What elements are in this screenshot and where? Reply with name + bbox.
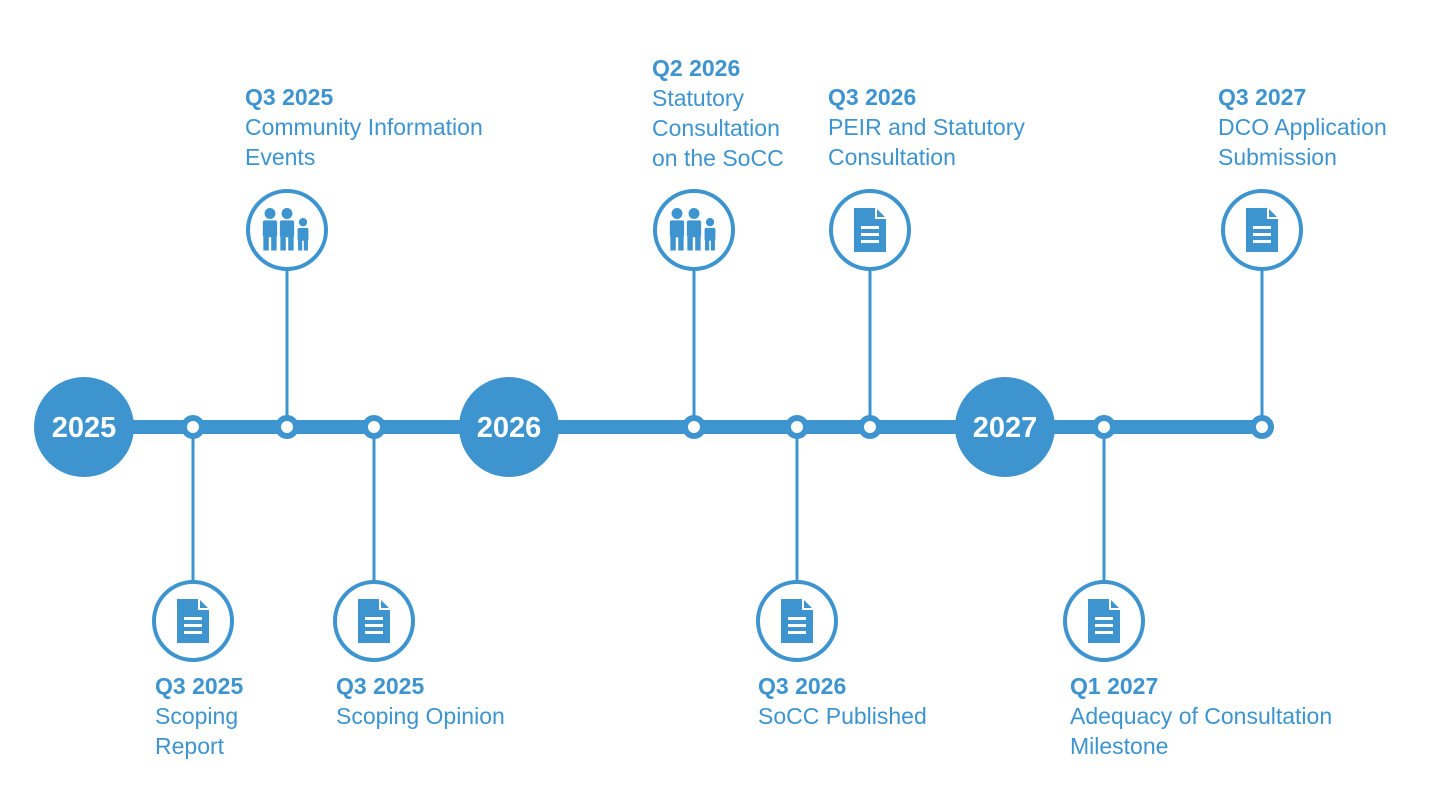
- milestone-dot: [785, 415, 809, 439]
- milestone-date: Q3 2026: [828, 84, 917, 110]
- milestone-dot: [275, 415, 299, 439]
- milestone-dot: [1092, 415, 1116, 439]
- milestone-title: Scoping Report: [155, 703, 239, 759]
- document-icon: [756, 580, 838, 662]
- people-icon: [246, 189, 328, 271]
- milestone-dot: [362, 415, 386, 439]
- year-label: 2025: [52, 412, 117, 444]
- milestone-title: Adequacy of Consultation Milestone: [1070, 703, 1333, 759]
- milestone-title: PEIR and Statutory Consultation: [828, 114, 1025, 170]
- milestone-date: Q3 2025: [336, 673, 425, 699]
- year-label: 2027: [973, 412, 1038, 444]
- milestone-dot: [181, 415, 205, 439]
- year-label: 2026: [477, 412, 542, 444]
- milestone-date: Q3 2025: [245, 84, 334, 110]
- document-icon: [829, 189, 911, 271]
- year-marker: 2025: [34, 377, 134, 477]
- milestone-date: Q3 2026: [758, 673, 847, 699]
- people-icon: [653, 189, 735, 271]
- milestone-date: Q1 2027: [1070, 673, 1159, 699]
- milestone-dot: [1250, 415, 1274, 439]
- year-marker: 2026: [459, 377, 559, 477]
- milestone-title: SoCC Published: [758, 703, 927, 729]
- milestone-date: Q2 2026: [652, 55, 741, 81]
- milestone-dot: [858, 415, 882, 439]
- milestone-title: Statutory Consultation on the SoCC: [652, 85, 784, 171]
- year-marker: 2027: [955, 377, 1055, 477]
- document-icon: [333, 580, 415, 662]
- milestone-date: Q3 2027: [1218, 84, 1307, 110]
- milestone-title: Community Information Events: [245, 114, 483, 170]
- milestone-title: DCO Application Submission: [1218, 114, 1387, 170]
- document-icon: [1063, 580, 1145, 662]
- milestone-dot: [682, 415, 706, 439]
- document-icon: [1221, 189, 1303, 271]
- document-icon: [152, 580, 234, 662]
- milestone-date: Q3 2025: [155, 673, 244, 699]
- milestone-title: Scoping Opinion: [336, 703, 505, 729]
